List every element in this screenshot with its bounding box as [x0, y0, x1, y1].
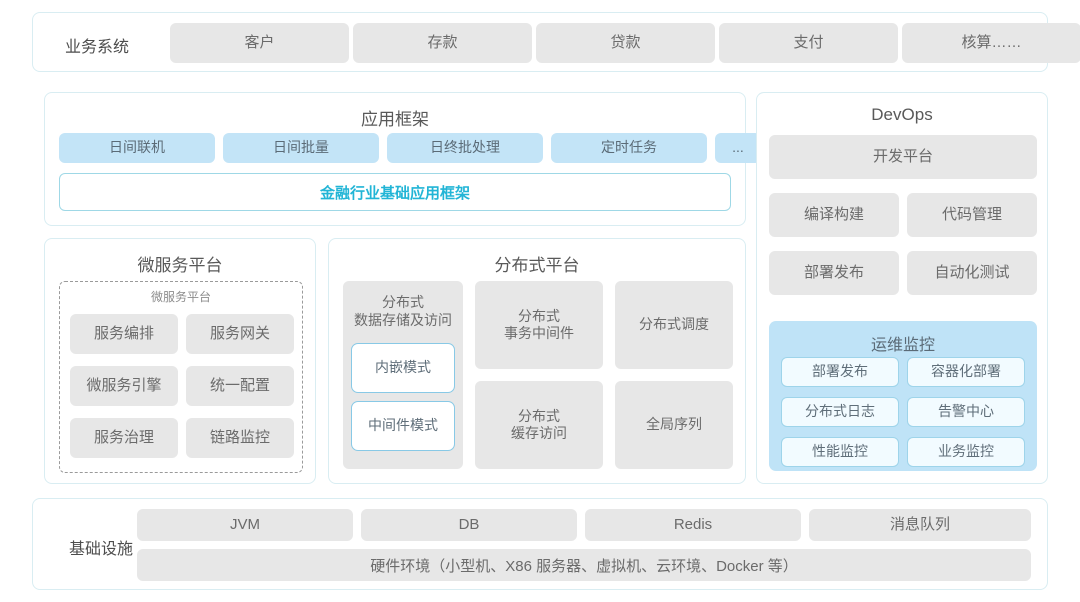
microservice-item[interactable]: 统一配置 — [186, 366, 294, 406]
ops-monitor-item[interactable]: 分布式日志 — [781, 397, 899, 427]
distributed-storage-group: 分布式 数据存储及访问 内嵌模式 中间件模式 — [343, 281, 463, 469]
distributed-platform-title: 分布式平台 — [494, 256, 580, 275]
microservice-platform-inner-title: 微服务平台 — [150, 290, 211, 304]
infrastructure-item[interactable]: Redis — [585, 509, 801, 541]
devops-item[interactable]: 代码管理 — [907, 193, 1037, 237]
devops-item[interactable]: 部署发布 — [769, 251, 899, 295]
infrastructure-hardware-label: 硬件环境（小型机、X86 服务器、虚拟机、云环境、Docker 等） — [137, 549, 1031, 581]
app-framework-item[interactable]: 日终批处理 — [387, 133, 543, 163]
ops-monitor-title: 运维监控 — [870, 337, 935, 354]
devops-item[interactable]: 自动化测试 — [907, 251, 1037, 295]
app-framework-base-label: 金融行业基础应用框架 — [59, 173, 731, 211]
business-system-item[interactable]: 存款 — [353, 23, 532, 63]
distributed-item[interactable]: 分布式 事务中间件 — [475, 281, 603, 369]
distributed-storage-label: 分布式 数据存储及访问 — [354, 294, 452, 329]
devops-panel: DevOps 开发平台 编译构建 代码管理 部署发布 自动化测试 运维监控 部署… — [756, 92, 1048, 484]
distributed-storage-mode[interactable]: 内嵌模式 — [351, 343, 455, 393]
app-framework-item[interactable]: 日间批量 — [223, 133, 379, 163]
ops-monitor-item[interactable]: 告警中心 — [907, 397, 1025, 427]
ops-monitor-group: 运维监控 部署发布 容器化部署 分布式日志 告警中心 性能监控 业务监控 — [769, 321, 1037, 471]
devops-item[interactable]: 开发平台 — [769, 135, 1037, 179]
business-system-panel: 业务系统 客户 存款 贷款 支付 核算…… — [32, 12, 1080, 72]
microservice-platform-inner-box: 微服务平台 服务编排 服务网关 微服务引擎 统一配置 服务治理 链路监控 — [59, 281, 303, 473]
distributed-platform-panel: 分布式平台 分布式 数据存储及访问 内嵌模式 中间件模式 分布式 事务中间件 分… — [328, 238, 746, 484]
microservice-item[interactable]: 链路监控 — [186, 418, 294, 458]
distributed-item[interactable]: 分布式 缓存访问 — [475, 381, 603, 469]
ops-monitor-item[interactable]: 部署发布 — [781, 357, 899, 387]
business-system-item[interactable]: 核算…… — [902, 23, 1080, 63]
distributed-item[interactable]: 全局序列 — [615, 381, 733, 469]
app-framework-item[interactable]: 日间联机 — [59, 133, 215, 163]
business-system-item[interactable]: 客户 — [170, 23, 349, 63]
microservice-item[interactable]: 微服务引擎 — [70, 366, 178, 406]
devops-item[interactable]: 编译构建 — [769, 193, 899, 237]
microservice-platform-title: 微服务平台 — [137, 256, 223, 275]
infrastructure-item[interactable]: JVM — [137, 509, 353, 541]
business-system-label: 业务系统 — [64, 39, 129, 56]
microservice-item[interactable]: 服务治理 — [70, 418, 178, 458]
business-system-item[interactable]: 贷款 — [536, 23, 715, 63]
app-framework-panel: 应用框架 日间联机 日间批量 日终批处理 定时任务 ... 金融行业基础应用框架 — [44, 92, 761, 226]
distributed-item[interactable]: 分布式调度 — [615, 281, 733, 369]
infrastructure-item[interactable]: 消息队列 — [809, 509, 1031, 541]
app-framework-title: 应用框架 — [361, 110, 429, 129]
ops-monitor-item[interactable]: 容器化部署 — [907, 357, 1025, 387]
business-system-item[interactable]: 支付 — [719, 23, 898, 63]
microservice-item[interactable]: 服务网关 — [186, 314, 294, 354]
infrastructure-panel: 基础设施 JVM DB Redis 消息队列 硬件环境（小型机、X86 服务器、… — [32, 498, 1048, 590]
devops-title: DevOps — [871, 105, 933, 124]
app-framework-item[interactable]: 定时任务 — [551, 133, 707, 163]
infrastructure-label: 基础设施 — [68, 541, 133, 558]
app-framework-more-item[interactable]: ... — [715, 133, 761, 163]
ops-monitor-item[interactable]: 性能监控 — [781, 437, 899, 467]
microservice-platform-panel: 微服务平台 微服务平台 服务编排 服务网关 微服务引擎 统一配置 服务治理 链路… — [44, 238, 316, 484]
ops-monitor-item[interactable]: 业务监控 — [907, 437, 1025, 467]
infrastructure-item[interactable]: DB — [361, 509, 577, 541]
distributed-storage-mode[interactable]: 中间件模式 — [351, 401, 455, 451]
microservice-item[interactable]: 服务编排 — [70, 314, 178, 354]
